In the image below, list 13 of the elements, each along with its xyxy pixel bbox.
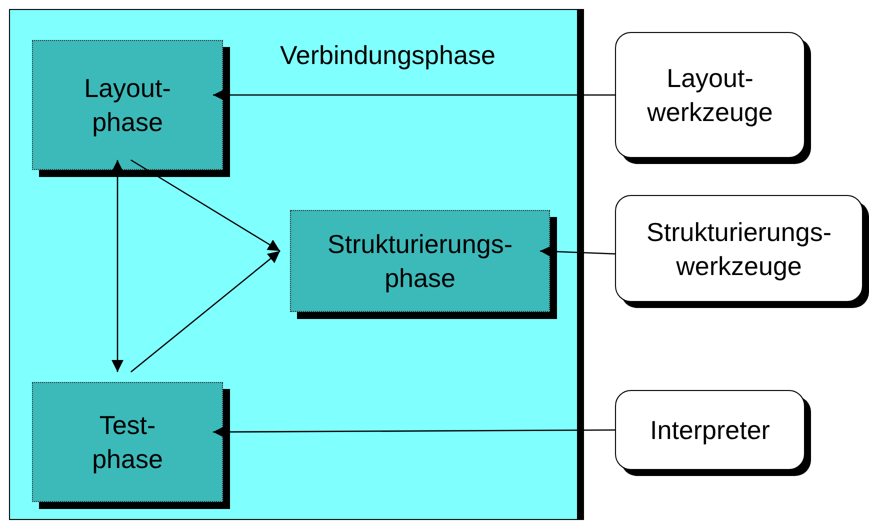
- node-label: Test- phase: [91, 409, 164, 476]
- arrow: [130, 250, 280, 372]
- node-label: Interpreter: [649, 414, 771, 447]
- node-label: Layout- werkzeuge: [646, 62, 774, 129]
- node-label: Layout- phase: [83, 72, 172, 139]
- arrow: [540, 245, 616, 258]
- node-label: Strukturierungs- werkzeuge: [646, 216, 832, 282]
- node-label: Strukturierungs- phase: [326, 228, 514, 295]
- arrow: [213, 426, 615, 438]
- arrow: [112, 160, 124, 372]
- arrow: [213, 89, 615, 101]
- arrow: [130, 159, 280, 252]
- container-heading: Verbindungsphase: [280, 40, 496, 71]
